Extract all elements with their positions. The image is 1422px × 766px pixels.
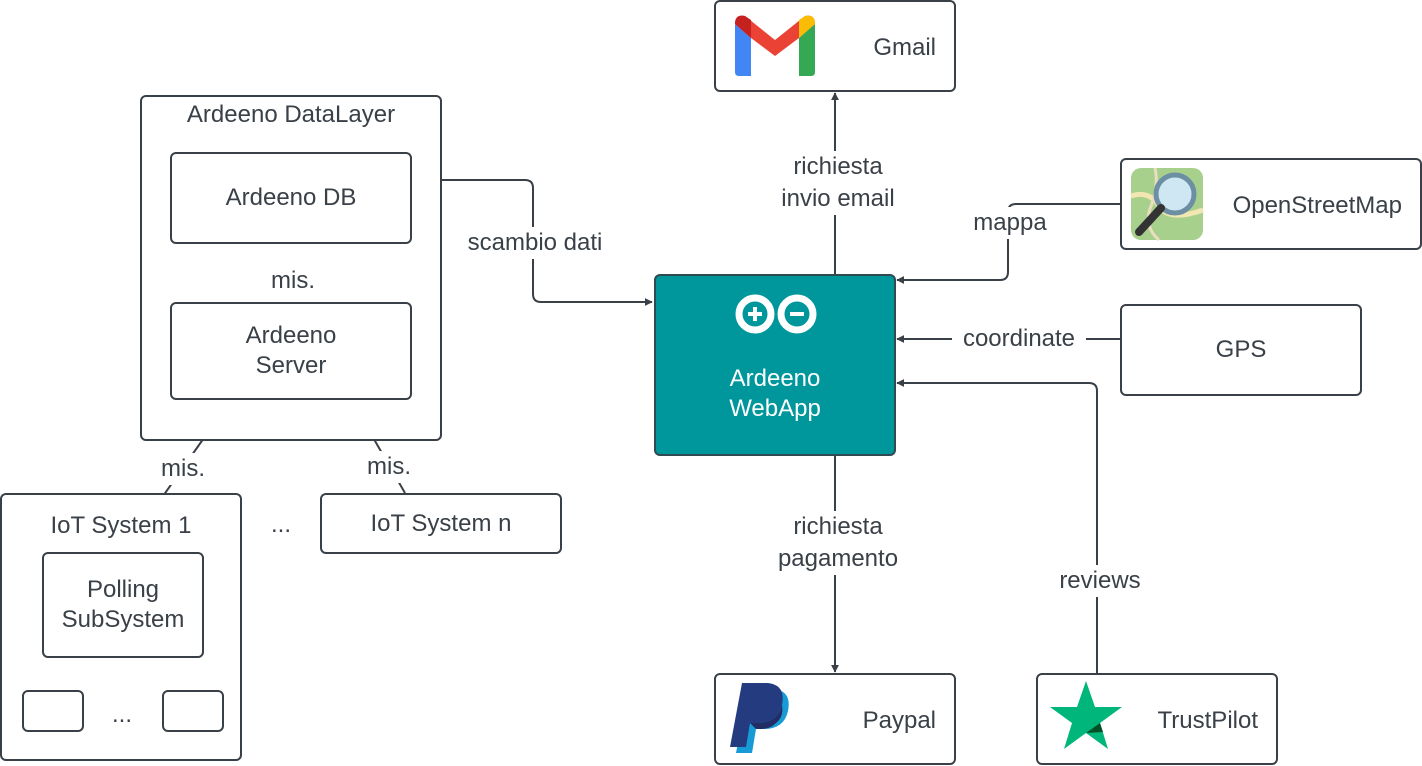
paypal-logo-icon xyxy=(730,683,789,753)
iot-system-n-label: IoT System n xyxy=(370,509,512,537)
iot-systems-ellipsis: ... xyxy=(270,511,291,538)
edge-reviews xyxy=(896,379,1098,673)
gmail-label: Gmail xyxy=(873,34,936,61)
openstreetmap-logo-icon xyxy=(1130,167,1204,242)
sensor-node-2[interactable] xyxy=(162,690,224,732)
edge-label-scambio-dati: scambio dati xyxy=(455,227,615,259)
edge-label-email: richiesta invio email xyxy=(762,151,914,215)
ardeeno-db-label: Ardeeno DB xyxy=(225,184,357,211)
sensor-node-1[interactable] xyxy=(22,690,84,732)
paypal-label: Paypal xyxy=(862,707,936,734)
edge-label-reviews: reviews xyxy=(1050,565,1150,597)
iot-system-n-node[interactable]: IoT System n xyxy=(320,493,562,554)
edge-label-mis-db: mis. xyxy=(264,265,322,297)
ardeeno-webapp-label: Ardeeno WebApp xyxy=(729,365,821,422)
polling-subsystem-label: Polling SubSystem xyxy=(61,576,185,633)
edge-label-pagamento: richiesta pagamento xyxy=(762,511,914,575)
paypal-node[interactable]: Paypal xyxy=(714,673,956,765)
trustpilot-star-icon xyxy=(1050,681,1122,749)
gmail-node[interactable]: Gmail xyxy=(714,0,956,92)
gps-node[interactable]: GPS xyxy=(1120,304,1362,396)
gmail-logo-icon xyxy=(735,15,815,76)
iot-system-1-title: IoT System 1 xyxy=(50,512,192,539)
trustpilot-node[interactable]: TrustPilot xyxy=(1036,673,1278,765)
openstreetmap-label: OpenStreetMap xyxy=(1232,192,1402,219)
datalayer-title: Ardeeno DataLayer xyxy=(186,101,396,128)
edge-label-mis-right: mis. xyxy=(360,451,418,483)
sensor-ellipsis: ... xyxy=(111,701,132,728)
edge-label-mis-left: mis. xyxy=(154,453,212,485)
edge-mappa xyxy=(896,203,1120,284)
edge-label-mappa: mappa xyxy=(963,207,1057,239)
edge-label-coordinate: coordinate xyxy=(952,323,1086,355)
arduino-logo-icon xyxy=(735,294,817,334)
polling-subsystem-node[interactable]: Polling SubSystem xyxy=(42,552,204,658)
ardeeno-db-node[interactable]: Ardeeno DB xyxy=(170,152,412,244)
ardeeno-server-node[interactable]: Ardeeno Server xyxy=(170,302,412,400)
gps-label: GPS xyxy=(1215,336,1267,363)
ardeeno-webapp-node[interactable]: Ardeeno WebApp xyxy=(654,274,896,456)
trustpilot-label: TrustPilot xyxy=(1157,707,1258,734)
openstreetmap-node[interactable]: OpenStreetMap xyxy=(1120,158,1422,250)
ardeeno-server-label: Ardeeno Server xyxy=(245,322,337,379)
